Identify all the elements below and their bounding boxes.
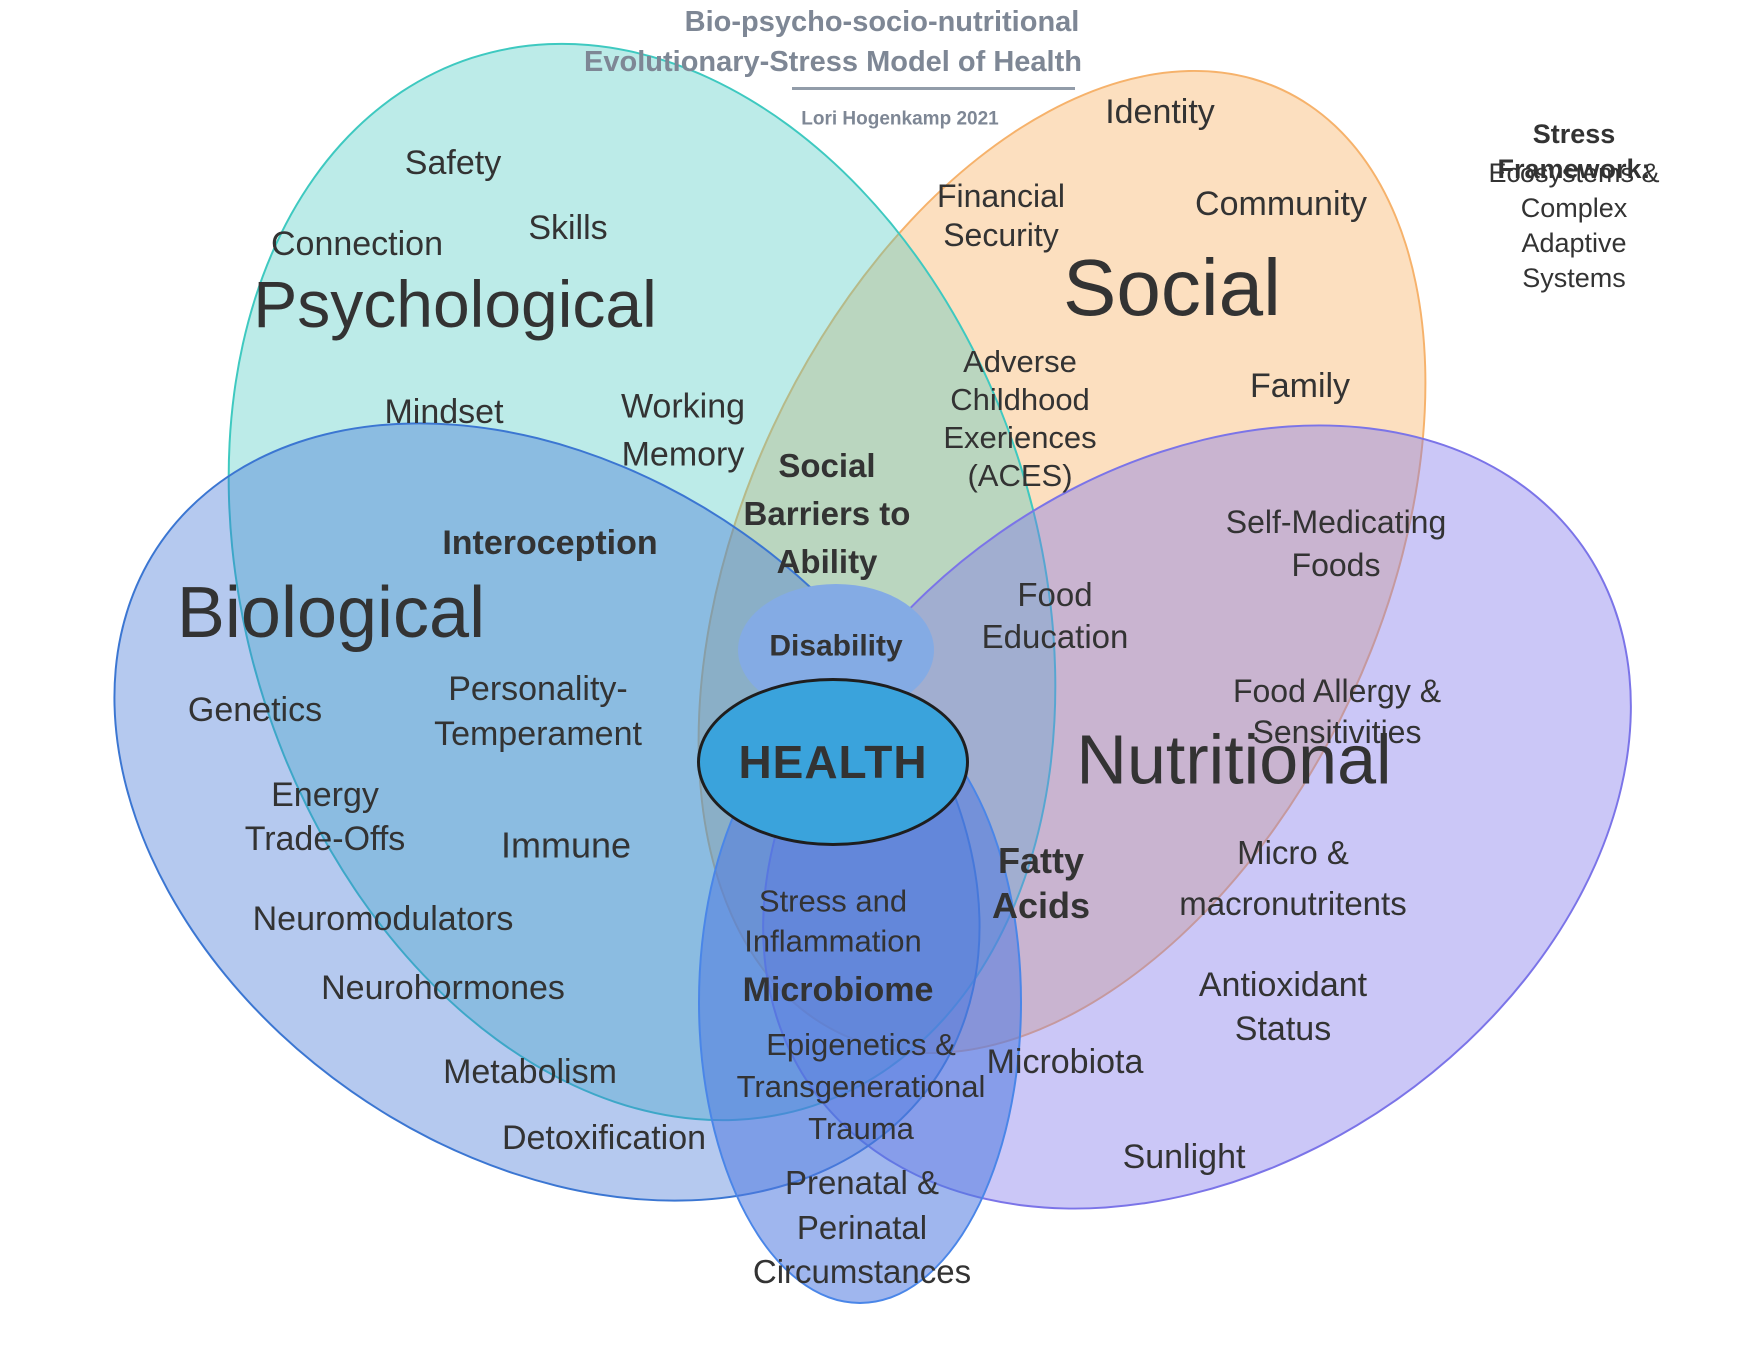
- label-sunlight: Sunlight: [1122, 1137, 1246, 1176]
- label-microbiota: Microbiota: [986, 1042, 1144, 1081]
- label-identity: Identity: [1105, 92, 1215, 131]
- label-safety: Safety: [404, 143, 502, 182]
- author-credit: Lori Hogenkamp 2021: [801, 108, 999, 130]
- label-self-medicating-foods: Self-Medicating Foods: [1225, 503, 1447, 583]
- label-aces: Adverse Childhood Exeriences (ACES): [943, 344, 1097, 493]
- label-prenatal: Prenatal & Perinatal Circumstances: [752, 1164, 972, 1291]
- label-neuromodulators: Neuromodulators: [252, 899, 514, 938]
- title-underline: [792, 87, 1075, 90]
- label-mindset: Mindset: [384, 392, 504, 431]
- stress-framework-heading: Stress Framework:: [1497, 118, 1651, 184]
- label-psychological: Psychological: [253, 267, 657, 342]
- health-ellipse: [697, 678, 969, 846]
- label-immune: Immune: [500, 824, 632, 866]
- stress-framework-body: Ecosystems & Complex Adaptive Systems: [1488, 158, 1660, 293]
- label-food-education: Food Education: [981, 576, 1129, 655]
- label-working-memory: Working Memory: [620, 387, 746, 474]
- label-stress-inflammation: Stress and Inflammation: [744, 883, 922, 959]
- label-detoxification: Detoxification: [501, 1118, 707, 1157]
- label-personality-temperament: Personality- Temperament: [434, 670, 642, 753]
- label-health: HEALTH: [738, 736, 928, 789]
- label-metabolism: Metabolism: [443, 1052, 617, 1091]
- label-disability: Disability: [769, 629, 903, 663]
- label-skills: Skills: [528, 208, 608, 247]
- label-nutritional: Nutritional: [1076, 720, 1392, 799]
- label-energy-tradeoffs: Energy Trade-Offs: [244, 775, 406, 858]
- page-title-line2: Evolutionary-Stress Model of Health: [584, 46, 1082, 79]
- label-connection: Connection: [270, 224, 444, 263]
- page-title-line1: Bio-psycho-socio-nutritional: [684, 6, 1080, 39]
- label-food-allergy: Food Allergy & Sensitivities: [1232, 673, 1442, 750]
- label-interoception: Interoception: [442, 523, 658, 562]
- label-social-barriers: Social Barriers to Ability: [743, 447, 911, 580]
- label-genetics: Genetics: [187, 690, 323, 729]
- label-micro-macronutrients: Micro & macronutritents: [1179, 833, 1407, 922]
- label-biological: Biological: [176, 573, 486, 654]
- label-microbiome: Microbiome: [742, 970, 934, 1009]
- label-social: Social: [1063, 243, 1281, 332]
- label-fatty-acids: Fatty Acids: [991, 840, 1091, 926]
- label-financial-security: Financial Security: [936, 177, 1066, 253]
- label-family: Family: [1249, 366, 1351, 405]
- label-antioxidant-status: Antioxidant Status: [1198, 965, 1368, 1048]
- label-neurohormones: Neurohormones: [321, 968, 565, 1007]
- label-epigenetics: Epigenetics & Transgenerational Trauma: [736, 1027, 986, 1146]
- label-community: Community: [1195, 184, 1367, 223]
